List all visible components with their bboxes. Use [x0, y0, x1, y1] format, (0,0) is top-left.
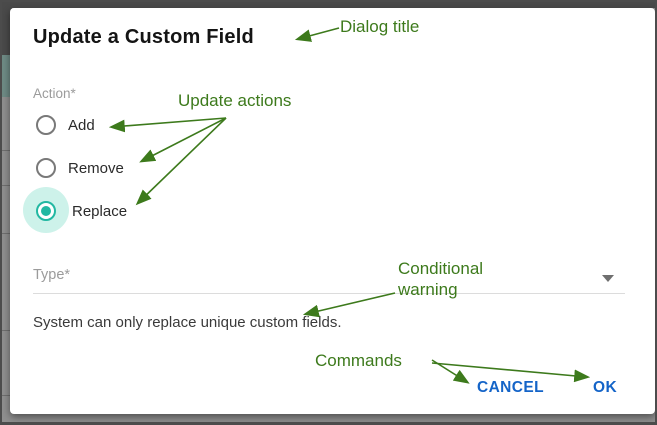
annotation-commands: Commands	[315, 351, 402, 370]
update-custom-field-dialog	[10, 8, 655, 414]
radio-button-icon[interactable]	[36, 158, 56, 178]
type-field-underline	[33, 293, 625, 294]
radio-option-replace[interactable]: Replace	[36, 201, 127, 221]
backdrop-left-teal	[2, 55, 12, 97]
type-select[interactable]	[33, 264, 625, 294]
radio-label[interactable]: Add	[68, 116, 95, 134]
dropdown-arrow-icon[interactable]	[602, 275, 614, 282]
radio-button-selected-icon[interactable]	[36, 201, 56, 221]
type-field-label: Type*	[33, 267, 71, 283]
cancel-button[interactable]: CANCEL	[473, 377, 548, 399]
annotation-dialog-title: Dialog title	[340, 17, 420, 36]
action-field-label: Action*	[33, 86, 76, 101]
radio-label[interactable]: Remove	[68, 159, 124, 177]
backdrop-left-dark	[2, 2, 12, 55]
radio-button-icon[interactable]	[36, 115, 56, 135]
radio-label[interactable]: Replace	[72, 202, 128, 220]
dialog-title: Update a Custom Field	[33, 26, 254, 48]
radio-option-remove[interactable]: Remove	[36, 158, 124, 178]
annotation-conditional-warning: Conditional warning	[398, 259, 484, 299]
annotation-update-actions: Update actions	[178, 91, 292, 110]
ok-button[interactable]: OK	[589, 377, 621, 399]
conditional-warning-text: System can only replace unique custom fi…	[33, 314, 342, 331]
backdrop-top-band	[2, 2, 655, 8]
radio-option-add[interactable]: Add	[36, 115, 95, 135]
